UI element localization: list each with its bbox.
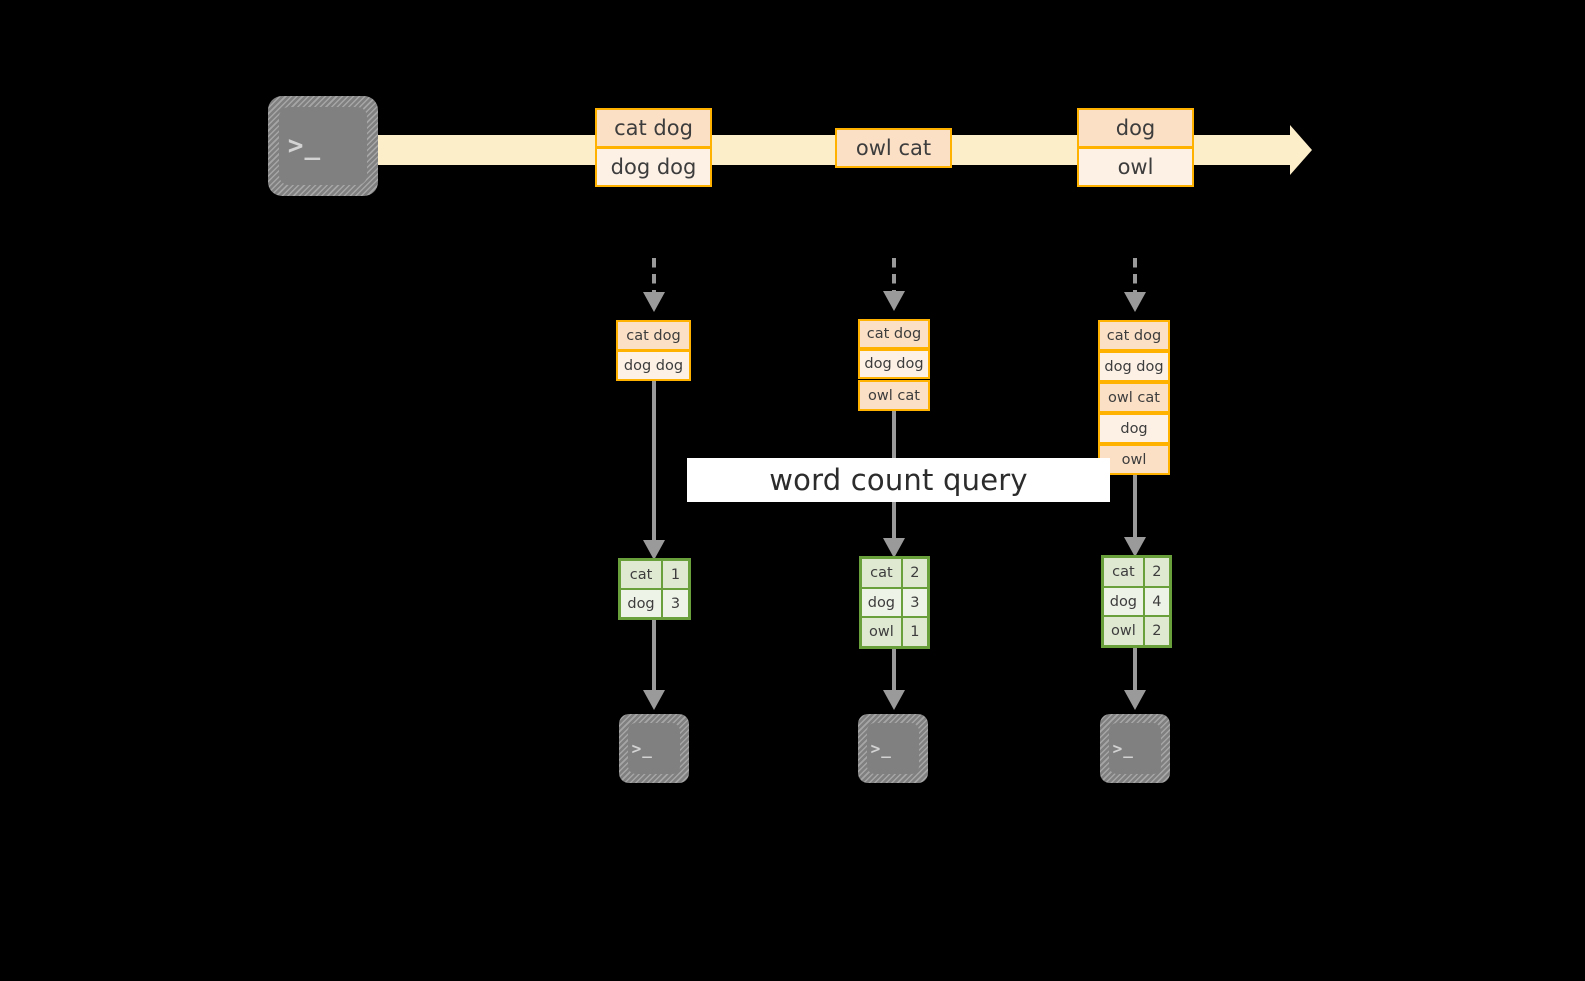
snapshot-input-row: owl cat	[1098, 382, 1170, 413]
consumer-terminal-screen	[1109, 723, 1161, 774]
snapshot-input-row: dog dog	[616, 350, 691, 381]
result-count-cell: 1	[662, 560, 689, 589]
snapshot-input-row: owl	[1098, 444, 1170, 475]
snapshot-to-result-connector	[652, 381, 656, 547]
stream-event-cell[interactable]: cat dog	[595, 108, 712, 148]
table-row: cat 2	[1103, 557, 1170, 587]
table-row: owl 2	[1103, 616, 1170, 647]
stream-event-cell[interactable]: owl cat	[835, 128, 952, 168]
result-to-sink-connector	[892, 649, 896, 692]
snapshot-input-row: owl cat	[858, 380, 930, 411]
result-table: cat 2 dog 3 owl 1	[859, 556, 930, 649]
result-count-cell: 1	[901, 617, 928, 648]
connector-arrowhead	[1124, 690, 1146, 710]
result-count-cell: 3	[662, 589, 689, 618]
terminal-prompt-icon: >_	[1112, 738, 1134, 758]
table-row: cat 1	[620, 560, 689, 589]
stream-to-snapshot-connector	[652, 258, 656, 296]
stream-arrowhead	[1290, 125, 1312, 175]
terminal-prompt-icon: >_	[287, 131, 322, 161]
table-row: dog 3	[861, 587, 928, 618]
connector-arrowhead	[883, 690, 905, 710]
result-count-cell: 2	[1143, 557, 1170, 587]
consumer-terminal-2[interactable]: >_	[858, 714, 928, 783]
result-word-cell: owl	[1103, 616, 1144, 647]
result-table: cat 2 dog 4 owl 2	[1101, 555, 1172, 648]
table-row: dog 4	[1103, 586, 1170, 617]
consumer-terminal-3[interactable]: >_	[1100, 714, 1170, 783]
connector-arrowhead	[643, 690, 665, 710]
result-table: cat 1 dog 3	[618, 558, 691, 620]
query-label: word count query	[687, 458, 1110, 502]
result-count-cell: 3	[901, 587, 928, 618]
result-to-sink-connector	[652, 620, 656, 692]
consumer-terminal-screen	[628, 723, 680, 774]
connector-arrowhead	[643, 540, 665, 560]
consumer-terminal-1[interactable]: >_	[619, 714, 689, 783]
result-to-sink-connector	[1133, 648, 1137, 692]
snapshot-input-row: dog dog	[858, 349, 930, 379]
snapshot-input-row: dog dog	[1098, 351, 1170, 382]
producer-terminal[interactable]: >_	[268, 96, 378, 196]
result-count-cell: 2	[1143, 616, 1170, 647]
connector-arrowhead	[883, 538, 905, 558]
result-word-cell: dog	[1103, 586, 1144, 617]
result-word-cell: dog	[861, 587, 902, 618]
table-row: owl 1	[861, 617, 928, 648]
table-row: dog 3	[620, 589, 689, 618]
stream-event-cell[interactable]: owl	[1077, 147, 1194, 187]
consumer-terminal-screen	[867, 723, 919, 774]
snapshot-to-result-connector	[1133, 475, 1137, 544]
snapshot-input-row: cat dog	[1098, 320, 1170, 351]
table-row: cat 2	[861, 558, 928, 588]
snapshot-input-row: dog	[1098, 413, 1170, 444]
snapshot-input-row: cat dog	[616, 320, 691, 351]
result-count-cell: 4	[1143, 586, 1170, 617]
result-word-cell: dog	[620, 589, 662, 618]
connector-arrowhead	[643, 292, 665, 312]
stream-to-snapshot-connector	[892, 258, 896, 296]
snapshot-input-row: cat dog	[858, 319, 930, 349]
result-word-cell: cat	[620, 560, 662, 589]
result-word-cell: cat	[861, 558, 902, 588]
stream-event-cell[interactable]: dog dog	[595, 147, 712, 187]
producer-terminal-screen	[279, 107, 367, 185]
stream-event-cell[interactable]: dog	[1077, 108, 1194, 148]
terminal-prompt-icon: >_	[631, 738, 653, 758]
stream-to-snapshot-connector	[1133, 258, 1137, 296]
connector-arrowhead	[1124, 537, 1146, 557]
connector-arrowhead	[883, 291, 905, 311]
result-count-cell: 2	[901, 558, 928, 588]
connector-arrowhead	[1124, 292, 1146, 312]
result-word-cell: cat	[1103, 557, 1144, 587]
result-word-cell: owl	[861, 617, 902, 648]
terminal-prompt-icon: >_	[870, 738, 892, 758]
